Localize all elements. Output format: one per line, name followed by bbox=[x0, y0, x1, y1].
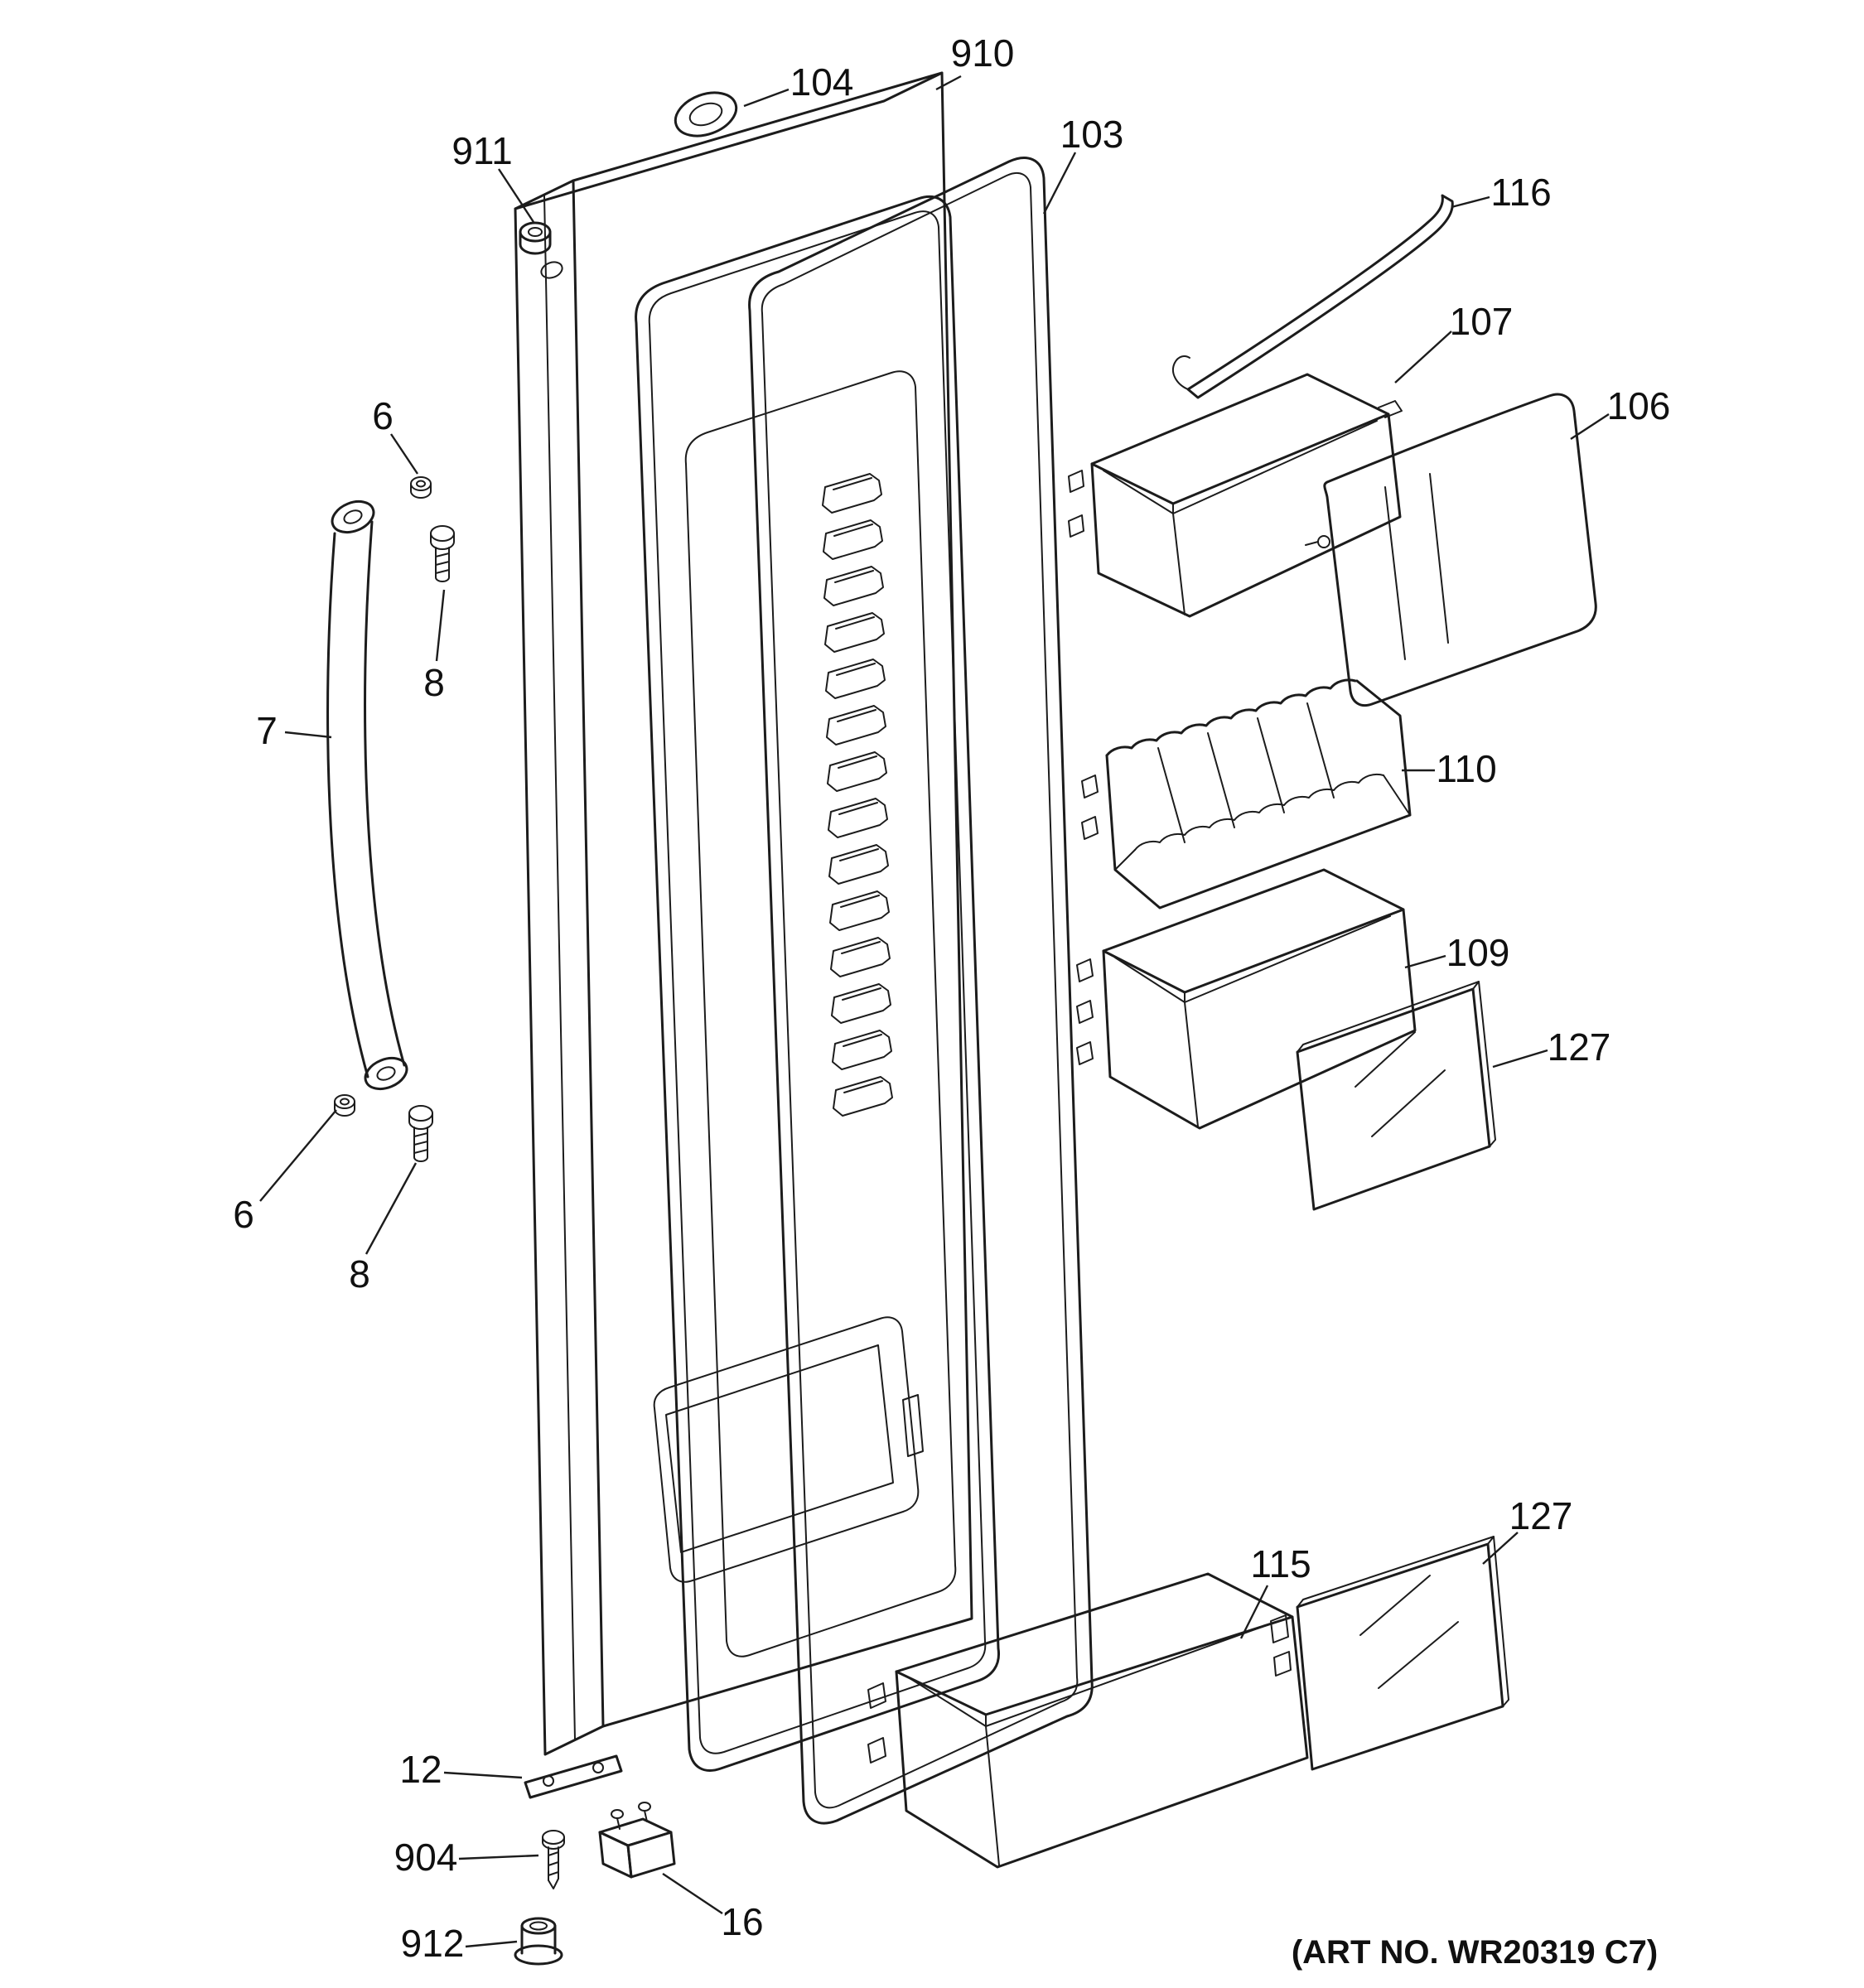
door-inner-liner bbox=[635, 195, 1001, 1772]
grommet-ring bbox=[674, 91, 738, 138]
callout-label: 16 bbox=[721, 1900, 763, 1943]
callout-label: 106 bbox=[1607, 384, 1671, 427]
callout-8-lower: 8 bbox=[349, 1162, 418, 1296]
egg-bottle-rack bbox=[1081, 678, 1412, 910]
callout-label: 6 bbox=[372, 394, 394, 437]
door-closure-cam bbox=[598, 1802, 676, 1879]
handle-screw-upper bbox=[430, 525, 455, 582]
callout-7: 7 bbox=[256, 709, 332, 752]
clear-shield bbox=[1305, 393, 1597, 707]
callout-115: 115 bbox=[1239, 1542, 1311, 1639]
callout-label: 904 bbox=[394, 1836, 458, 1879]
callout-104: 104 bbox=[743, 60, 854, 108]
handle-screw-lower bbox=[408, 1105, 433, 1162]
liner-slot bbox=[902, 1394, 924, 1457]
callout-label: 115 bbox=[1250, 1542, 1311, 1585]
bottom-plug bbox=[514, 1917, 563, 1966]
callout-label: 127 bbox=[1509, 1494, 1573, 1537]
callout-106: 106 bbox=[1570, 384, 1671, 441]
callout-6-upper: 6 bbox=[372, 394, 418, 475]
shelf-support-clips bbox=[822, 473, 893, 1117]
bottom-door-bin bbox=[867, 1572, 1309, 1869]
callout-110: 110 bbox=[1402, 747, 1497, 790]
door-gasket bbox=[748, 157, 1094, 1825]
callout-label: 8 bbox=[423, 661, 445, 704]
callout-127-upper: 127 bbox=[1492, 1025, 1611, 1069]
art-number: (ART NO. WR20319 C7) bbox=[1292, 1934, 1658, 1971]
callout-911: 911 bbox=[452, 129, 535, 223]
callout-label: 7 bbox=[256, 709, 278, 752]
callout-16: 16 bbox=[662, 1873, 764, 1943]
callout-label: 110 bbox=[1436, 747, 1496, 790]
callout-12: 12 bbox=[399, 1748, 523, 1791]
upper-door-bin bbox=[1068, 373, 1403, 618]
callout-107: 107 bbox=[1394, 300, 1514, 384]
callout-label: 109 bbox=[1446, 931, 1510, 974]
callout-label: 103 bbox=[1060, 113, 1124, 156]
callout-label: 12 bbox=[399, 1748, 442, 1791]
door-shell bbox=[514, 71, 973, 1756]
clear-bin-front-upper bbox=[1296, 981, 1496, 1211]
callout-label: 107 bbox=[1450, 300, 1514, 343]
lower-door-bin bbox=[1076, 868, 1417, 1130]
callout-109: 109 bbox=[1404, 931, 1510, 974]
callout-label: 8 bbox=[349, 1252, 370, 1296]
callout-904: 904 bbox=[394, 1836, 539, 1879]
handle-nut-lower bbox=[334, 1094, 355, 1117]
callout-127-lower: 127 bbox=[1482, 1494, 1573, 1565]
callout-103: 103 bbox=[1042, 113, 1124, 215]
handle-nut-upper bbox=[410, 476, 432, 499]
clear-bin-front-lower bbox=[1270, 1536, 1509, 1771]
callout-label: 912 bbox=[401, 1922, 465, 1965]
callout-116: 116 bbox=[1451, 171, 1552, 214]
callout-label: 6 bbox=[233, 1193, 254, 1236]
callouts: 104 910 911 103 116 107 106 6 bbox=[233, 31, 1670, 1965]
callout-910: 910 bbox=[935, 31, 1015, 91]
liner-bottom-pocket bbox=[653, 1316, 920, 1583]
mounting-screw bbox=[542, 1830, 565, 1889]
hinge-bushing bbox=[519, 221, 552, 255]
top-trim bbox=[1172, 194, 1454, 399]
callout-6-lower: 6 bbox=[233, 1109, 337, 1236]
door-stop-bracket bbox=[524, 1754, 623, 1799]
callout-label: 911 bbox=[452, 129, 512, 172]
hinge-hole bbox=[540, 261, 563, 279]
callout-label: 104 bbox=[790, 60, 854, 104]
callout-label: 127 bbox=[1548, 1025, 1611, 1069]
callout-label: 116 bbox=[1490, 171, 1551, 214]
callout-8-upper: 8 bbox=[423, 589, 446, 704]
callout-912: 912 bbox=[401, 1922, 518, 1965]
door-handle bbox=[326, 499, 408, 1091]
callout-label: 910 bbox=[951, 31, 1015, 75]
